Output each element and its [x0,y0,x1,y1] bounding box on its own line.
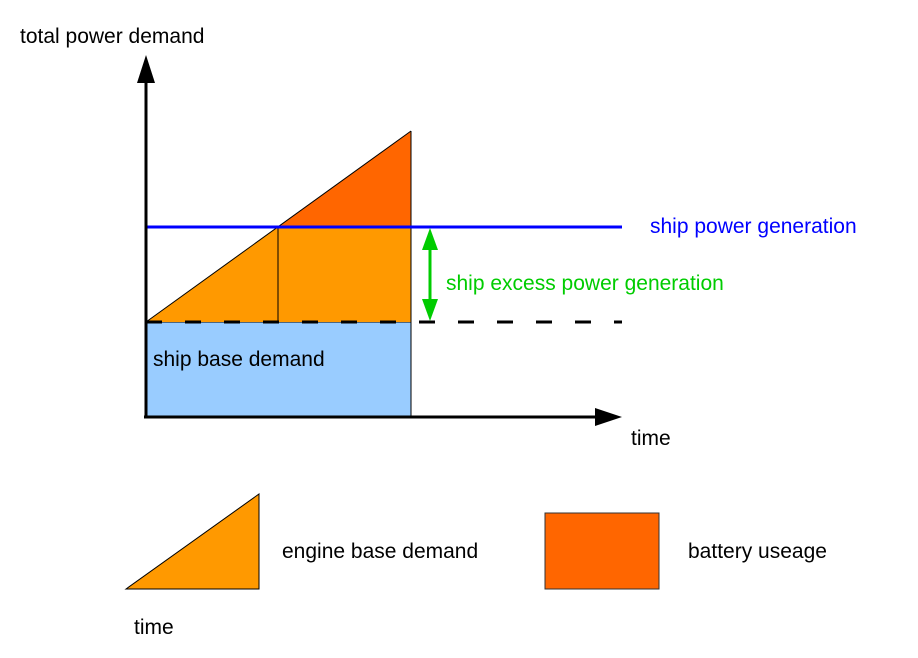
legend-engine-label: engine base demand [282,540,479,563]
legend-battery-label: battery useage [688,540,827,563]
ship-base-demand-region [145,321,412,418]
excess-arrow-head-up [422,228,438,250]
legend-time-label: time [134,616,174,639]
excess-arrow-head-down [422,299,438,321]
legend-engine-swatch [124,493,260,590]
y-axis-arrow-icon [137,55,155,83]
ship-power-generation-label: ship power generation [650,215,857,238]
legend-battery-swatch [544,512,660,590]
y-axis-label: total power demand [20,25,205,48]
x-axis-label: time [631,427,671,450]
x-axis-arrow-icon [595,408,622,426]
ship-excess-power-generation-label: ship excess power generation [446,272,724,295]
ship-base-demand-label: ship base demand [153,348,325,371]
